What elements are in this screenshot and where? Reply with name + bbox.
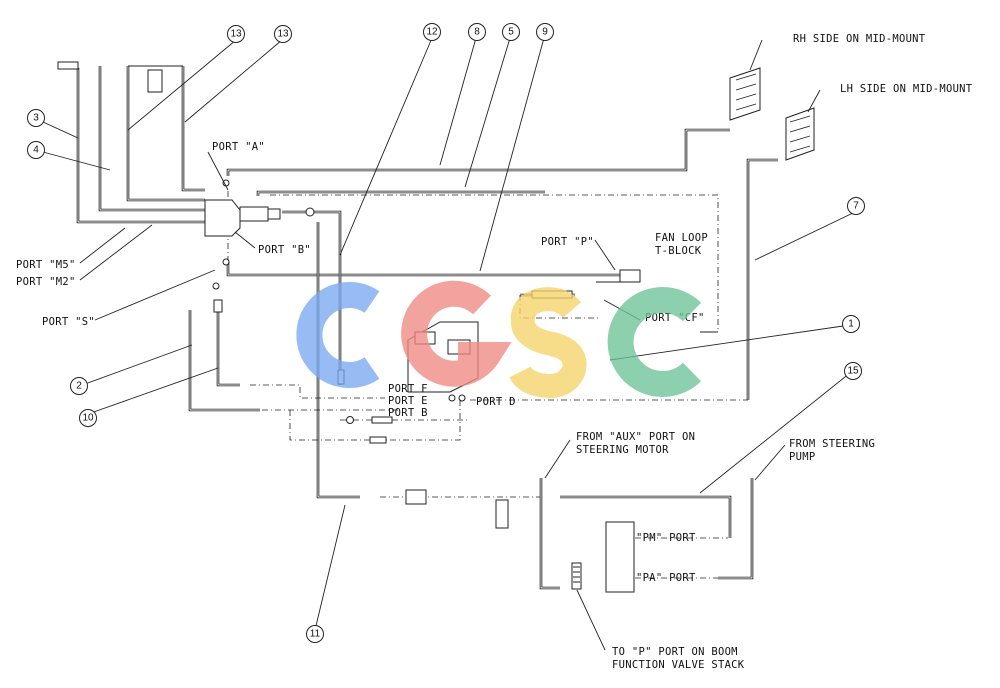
watermark-c-blue: [296, 282, 380, 388]
callout-5: 5: [508, 27, 514, 38]
label-rh-side: RH SIDE ON MID-MOUNT: [793, 33, 926, 45]
manifold-port: [239, 206, 269, 222]
callout-9: 9: [542, 27, 548, 38]
callout-11: 11: [310, 629, 321, 640]
boom-stack-fitting: [571, 562, 582, 590]
fan-loop-t-block: [619, 269, 641, 283]
watermark-c-green: [607, 287, 702, 397]
labels: PORT "A" PORT "B" PORT "M5" PORT "M2" PO…: [16, 33, 973, 671]
hoses: [57, 61, 778, 590]
label-boom-1: TO "P" PORT ON BOOM: [612, 646, 738, 658]
hose-13a: [126, 66, 205, 202]
hose-aux: [539, 478, 560, 590]
fitting-top-left: [57, 61, 79, 70]
callout-13b: 13: [277, 29, 289, 40]
hose-7: [746, 158, 778, 400]
label-port-cf: PORT "CF": [645, 312, 705, 324]
steering-valve: [605, 521, 635, 593]
callout-3: 3: [33, 113, 39, 124]
label-t-block: T-BLOCK: [655, 245, 702, 257]
hose-2: [188, 310, 260, 412]
label-aux-2: STEERING MOTOR: [576, 444, 669, 456]
hose-10: [216, 308, 240, 387]
label-steering-pump-1: FROM STEERING: [789, 438, 875, 450]
label-port-f: PORT F: [388, 383, 428, 395]
label-pa-port: "PA" PORT: [636, 572, 696, 584]
label-port-s: PORT "S": [42, 316, 95, 328]
callout-1: 1: [848, 319, 854, 330]
callouts: 3 4 13 13 12 8 5 9 7 1 2 10 15 11: [27, 23, 865, 643]
components: [204, 67, 815, 593]
callout-15: 15: [847, 366, 859, 377]
callout-2: 2: [76, 381, 82, 392]
manifold-block: [204, 199, 241, 237]
cgsc-watermark: [296, 280, 702, 398]
label-port-b: PORT "B": [258, 244, 311, 256]
callout-12: 12: [426, 27, 438, 38]
label-port-p: PORT "P": [541, 236, 594, 248]
watermark-g-red: [401, 280, 512, 387]
label-port-a: PORT "A": [212, 141, 265, 153]
label-aux-1: FROM "AUX" PORT ON: [576, 431, 695, 443]
label-port-b-plain: PORT B: [388, 407, 428, 419]
label-lh-side: LH SIDE ON MID-MOUNT: [840, 83, 973, 95]
callout-13a: 13: [230, 29, 242, 40]
label-port-d: PORT D: [476, 396, 516, 408]
tee-fitting: [405, 489, 427, 505]
hose-13b: [181, 66, 205, 192]
callout-7: 7: [853, 201, 859, 212]
inline-filter: [495, 499, 509, 529]
watermark-s-yellow: [509, 287, 587, 398]
label-port-e: PORT E: [388, 395, 428, 407]
hose-8: [226, 128, 730, 176]
filter-top: [147, 69, 163, 93]
label-pm-port: "PM" PORT: [636, 532, 696, 544]
callout-circle-3: [27, 109, 45, 127]
label-port-m2: PORT "M2": [16, 276, 76, 288]
hose-9: [226, 262, 620, 277]
label-boom-2: FUNCTION VALVE STACK: [612, 659, 745, 671]
callout-10: 10: [82, 413, 94, 424]
label-steering-pump-2: PUMP: [789, 451, 816, 463]
rh-mid-mount: [729, 67, 761, 121]
leader-lines: [42, 37, 856, 651]
label-port-m5: PORT "M5": [16, 259, 76, 271]
callout-4: 4: [33, 145, 39, 156]
label-fan-loop: FAN LOOP: [655, 232, 708, 244]
callout-8: 8: [474, 27, 480, 38]
hose-steering-pump: [718, 478, 754, 580]
